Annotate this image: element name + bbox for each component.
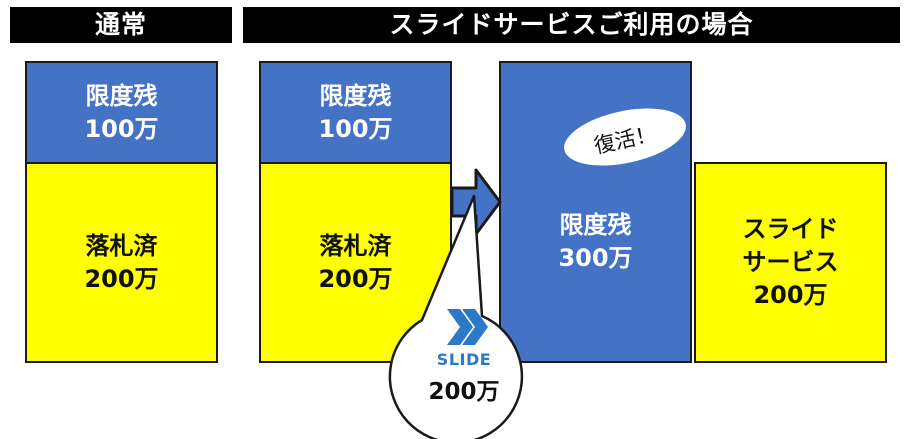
normal-won-value: 200万 (84, 264, 159, 293)
slide-service-line1: スライド (742, 215, 839, 243)
after-limit-value: 300万 (558, 244, 633, 272)
slide-logo-icon (447, 309, 488, 345)
before-limit-box: 限度残 100万 (259, 61, 452, 164)
header-slide-case: スライドサービスご利用の場合 (243, 7, 900, 43)
before-limit-label: 限度残 (319, 81, 392, 110)
slide-service-box: スライド サービス 200万 (694, 162, 887, 363)
before-won-label: 落札済 (319, 231, 392, 260)
slide-logo-text: SLIDE (436, 350, 492, 369)
normal-limit-value: 100万 (84, 114, 159, 143)
slide-service-value: 200万 (753, 281, 828, 309)
header-normal: 通常 (10, 7, 232, 43)
before-won-value: 200万 (318, 264, 393, 293)
revive-ellipse (564, 108, 686, 166)
normal-won-box: 落札済 200万 (25, 162, 218, 363)
normal-limit-box: 限度残 100万 (25, 61, 218, 164)
slide-service-line2: サービス (742, 248, 839, 276)
right-arrow-icon (450, 168, 502, 236)
slide-callout-amount: 200万 (428, 379, 500, 405)
normal-limit-label: 限度残 (85, 81, 158, 110)
normal-won-label: 落札済 (85, 231, 158, 260)
before-limit-value: 100万 (318, 114, 393, 143)
after-limit-label: 限度残 (559, 211, 632, 239)
